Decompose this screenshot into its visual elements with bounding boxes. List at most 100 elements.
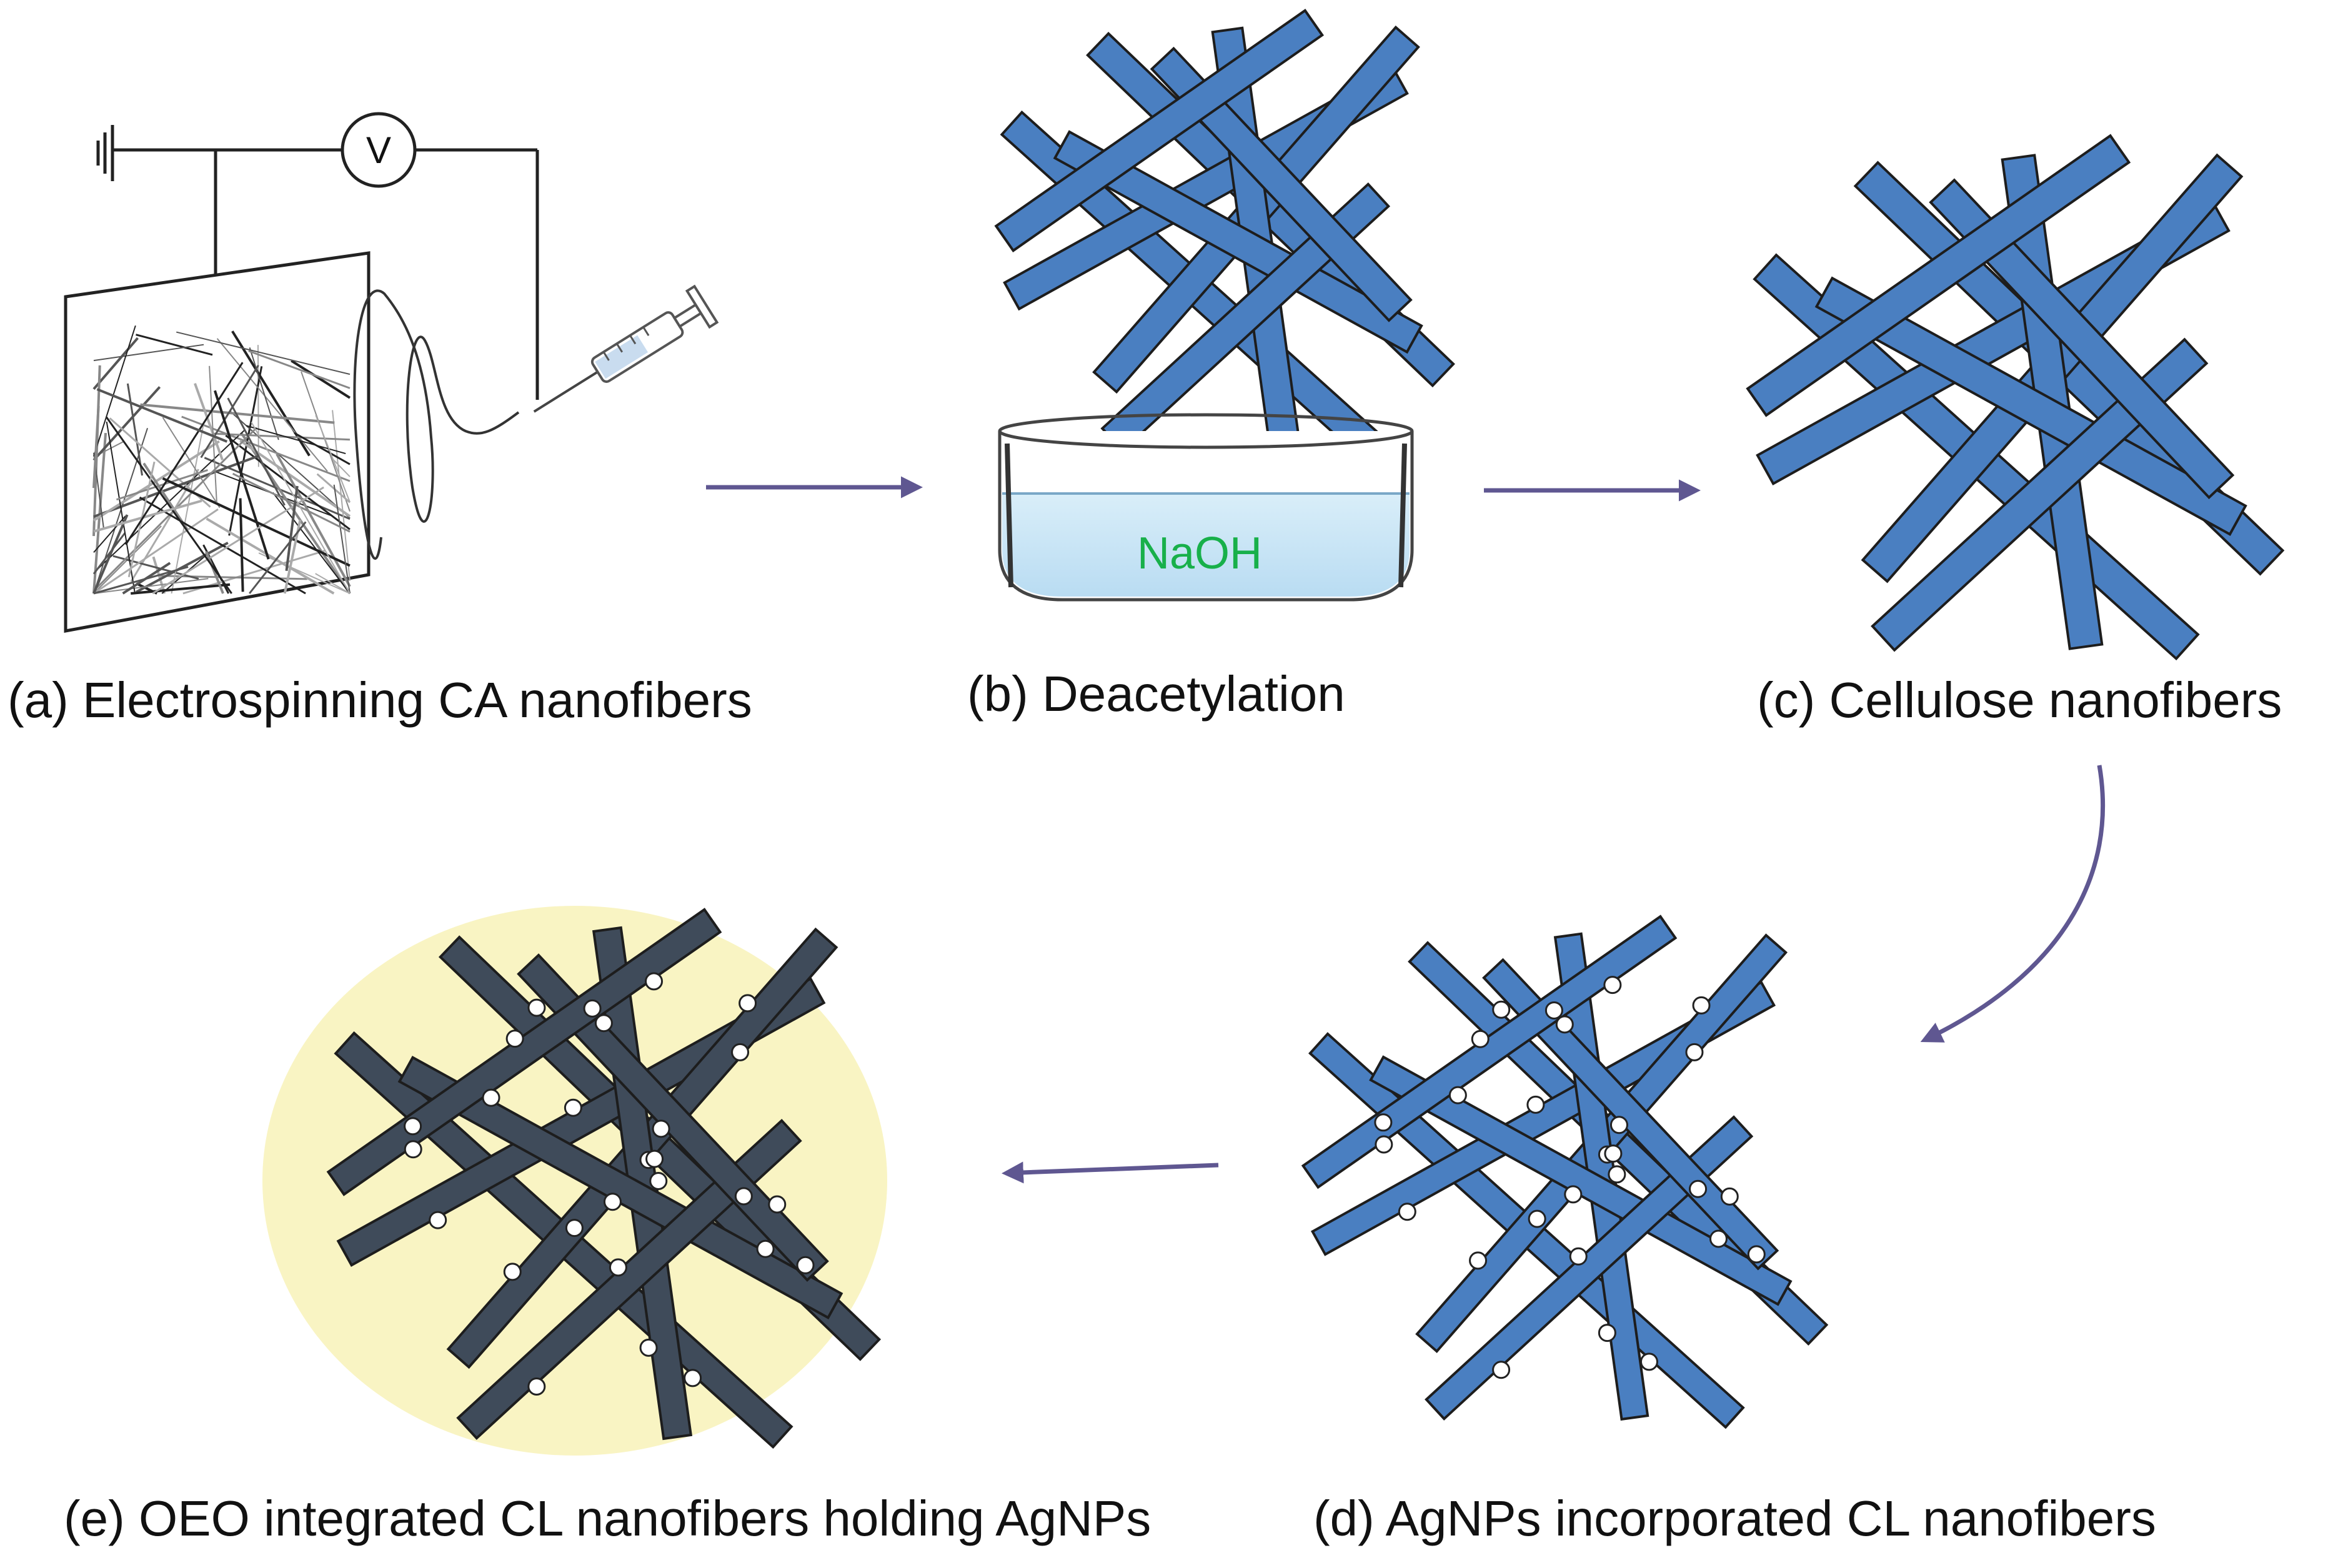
silver-nanoparticle bbox=[1604, 1144, 1623, 1163]
silver-nanoparticle bbox=[505, 1030, 524, 1048]
silver-nanoparticle bbox=[645, 1149, 664, 1168]
collected-fiber bbox=[139, 496, 306, 595]
fiber-network-d bbox=[1301, 915, 1829, 1429]
circuit-wires bbox=[112, 148, 539, 400]
collected-fiber bbox=[248, 350, 351, 389]
collected-fiber bbox=[316, 473, 351, 504]
nanofiber bbox=[1150, 46, 1413, 322]
collected-fiber bbox=[205, 551, 224, 594]
collected-fiber bbox=[131, 583, 231, 595]
collected-fiber bbox=[106, 421, 136, 594]
collected-fiber bbox=[216, 338, 328, 472]
panel-a-electrospinning: V (a) Electrospinning CA nanofibers bbox=[7, 112, 752, 728]
silver-nanoparticle bbox=[1564, 1185, 1583, 1204]
collected-fiber bbox=[136, 542, 229, 593]
collected-fiber bbox=[93, 515, 126, 553]
collected-fiber bbox=[239, 439, 351, 518]
silver-nanoparticle bbox=[1639, 1352, 1658, 1371]
collected-fiber bbox=[162, 477, 351, 567]
silver-nanoparticle bbox=[583, 999, 602, 1018]
collected-fiber bbox=[92, 386, 161, 461]
collected-fiber-mat bbox=[92, 325, 351, 595]
naoh-solution bbox=[1002, 494, 1410, 597]
collected-fiber bbox=[93, 565, 189, 595]
collected-fiber bbox=[230, 411, 351, 519]
silver-nanoparticle bbox=[1492, 1000, 1511, 1019]
collected-fiber bbox=[285, 485, 299, 571]
silver-nanoparticle bbox=[594, 1014, 613, 1033]
collected-fiber bbox=[276, 453, 351, 587]
collected-fiber bbox=[272, 492, 351, 594]
collected-fiber bbox=[239, 498, 244, 592]
collected-fiber bbox=[124, 362, 244, 545]
collected-fiber bbox=[291, 359, 351, 399]
silver-nanoparticle bbox=[1374, 1113, 1393, 1132]
syringe-icon bbox=[533, 284, 719, 413]
nanoparticles-e bbox=[404, 972, 815, 1396]
silver-nanoparticle bbox=[1720, 1187, 1739, 1206]
panel-e-oeo: (e) OEO integrated CL nanofibers holding… bbox=[64, 906, 1151, 1546]
silver-nanoparticle bbox=[649, 1171, 668, 1190]
silver-nanoparticle bbox=[639, 1338, 658, 1357]
collected-fiber bbox=[206, 517, 335, 595]
silver-nanoparticle bbox=[796, 1256, 815, 1274]
panel-d-label: (d) AgNPs incorporated CL nanofibers bbox=[1313, 1491, 2156, 1546]
nanofiber bbox=[1871, 337, 2209, 652]
silver-nanoparticle bbox=[1469, 1251, 1488, 1270]
fiber-network-b bbox=[994, 9, 1455, 460]
silver-nanoparticle bbox=[404, 1117, 422, 1136]
panel-a-label: (a) Electrospinning CA nanofibers bbox=[7, 672, 752, 728]
silver-nanoparticle bbox=[565, 1219, 584, 1238]
collected-fiber bbox=[136, 334, 213, 356]
silver-nanoparticle bbox=[1692, 996, 1711, 1015]
silver-nanoparticle bbox=[756, 1239, 775, 1258]
collected-fiber bbox=[93, 578, 209, 594]
silver-nanoparticle bbox=[768, 1195, 787, 1214]
collected-fiber bbox=[92, 337, 139, 390]
collected-fiber bbox=[96, 388, 228, 443]
silver-nanoparticle bbox=[404, 1140, 422, 1159]
nanofiber bbox=[994, 9, 1325, 252]
silver-nanoparticle bbox=[564, 1098, 582, 1117]
fiber-jet bbox=[353, 289, 520, 560]
collected-fiber bbox=[200, 364, 259, 459]
collected-fiber bbox=[333, 484, 351, 594]
nanofiber bbox=[1425, 1115, 1754, 1421]
panel-b-deacetylation: NaOH (b) Deacetylation bbox=[967, 9, 1455, 722]
collected-fiber bbox=[160, 575, 307, 580]
silver-nanoparticle bbox=[429, 1211, 447, 1229]
collected-fiber bbox=[93, 508, 219, 595]
collected-fiber bbox=[92, 405, 100, 489]
collected-fiber bbox=[93, 499, 202, 533]
collected-fiber bbox=[333, 459, 351, 477]
silver-nanoparticle bbox=[503, 1263, 522, 1281]
collected-fiber bbox=[315, 415, 351, 503]
collected-fiber bbox=[214, 390, 270, 560]
silver-nanoparticle bbox=[1747, 1245, 1766, 1264]
silver-nanoparticle bbox=[1555, 1015, 1574, 1034]
collected-fiber bbox=[162, 417, 221, 509]
collected-fiber bbox=[112, 555, 199, 580]
nanoparticles-d bbox=[1374, 976, 1766, 1379]
panel-b-label: (b) Deacetylation bbox=[967, 666, 1345, 722]
panel-e-label: (e) OEO integrated CL nanofibers holding… bbox=[64, 1491, 1151, 1546]
collected-fiber bbox=[225, 434, 351, 530]
silver-nanoparticle bbox=[1375, 1135, 1393, 1154]
collected-fiber bbox=[315, 573, 351, 594]
silver-nanoparticle bbox=[739, 994, 757, 1013]
silver-nanoparticle bbox=[1603, 976, 1622, 995]
collected-fiber bbox=[92, 532, 126, 575]
silver-nanoparticle bbox=[1598, 1324, 1616, 1342]
ground-icon bbox=[96, 125, 114, 181]
silver-nanoparticle bbox=[1448, 1086, 1467, 1104]
collected-fiber bbox=[93, 427, 149, 594]
petri-dish-icon: NaOH bbox=[998, 413, 1414, 602]
voltmeter-icon: V bbox=[341, 112, 417, 188]
silver-nanoparticle bbox=[1609, 1116, 1628, 1134]
reagent-label: NaOH bbox=[1137, 528, 1262, 578]
panel-c-cellulose: (c) Cellulose nanofibers bbox=[1746, 134, 2285, 728]
collected-fiber bbox=[93, 454, 260, 519]
silver-nanoparticle bbox=[734, 1187, 753, 1206]
silver-nanoparticle bbox=[731, 1043, 750, 1061]
